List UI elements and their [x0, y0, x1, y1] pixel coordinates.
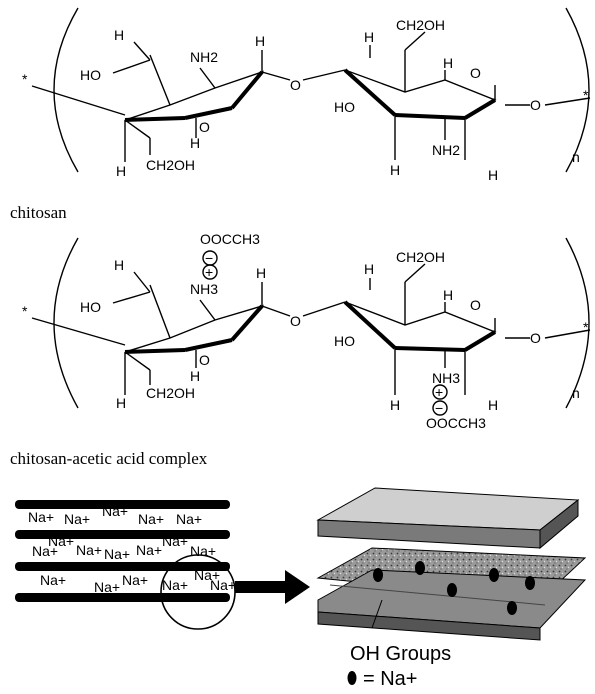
atom-h: H [390, 397, 400, 413]
atom-h: H [116, 163, 126, 179]
chain-end-left: * [22, 71, 28, 87]
atom-h: H [190, 368, 200, 384]
na-ion-labels: Na+ Na+ Na+ Na+ Na+ Na+ Na+ Na+ Na+ Na+ … [28, 503, 236, 595]
atom-ho: HO [334, 99, 355, 115]
chain-end-right: * [583, 87, 589, 103]
plus-sign: + [435, 384, 443, 400]
na-ion: Na+ [162, 577, 188, 593]
atom-ch2oh: CH2OH [396, 17, 445, 33]
atom-h: H [443, 287, 453, 303]
na-dot-legend-icon [347, 671, 357, 685]
atom-ch2oh: CH2OH [396, 249, 445, 265]
zoomed-layers [316, 487, 587, 641]
atom-h: H [114, 257, 124, 273]
atom-ch2oh: CH2OH [146, 385, 195, 401]
na-ion: Na+ [136, 542, 162, 558]
atom-o-ring: O [199, 119, 210, 135]
chain-end-right: * [583, 319, 589, 335]
plus-charge [202, 264, 218, 280]
atom-h: H [488, 167, 498, 183]
atom-nh2: NH2 [190, 49, 218, 65]
atom-o-glycosidic: O [530, 330, 541, 346]
chitosan-labels: * H HO NH2 H O H CH2OH H O H CH2OH H O H… [22, 17, 589, 183]
bottom-sheet [317, 569, 587, 629]
na-ion: Na+ [138, 511, 164, 527]
atom-h: H [190, 135, 200, 151]
atom-h: H [255, 33, 265, 49]
right-paren [565, 7, 590, 173]
na-ion: Na+ [64, 511, 90, 527]
atom-ho: HO [80, 299, 101, 315]
plus-sign: + [205, 264, 213, 280]
chitosan-structure [31, 7, 591, 173]
oh-pointer [371, 599, 383, 629]
atom-o-glycosidic: O [290, 77, 301, 93]
complex-structure [31, 237, 591, 416]
atom-o-ring: O [470, 65, 481, 81]
minus-sign: − [435, 400, 443, 416]
left-paren [53, 237, 79, 409]
layered-sheets [15, 500, 230, 602]
legend-na-label: = Na+ [363, 668, 417, 689]
na-ion: Na+ [28, 509, 54, 525]
atom-o-glycosidic: O [530, 97, 541, 113]
na-ion: Na+ [40, 572, 66, 588]
na-ion: Na+ [48, 533, 74, 549]
caption-chitosan: chitosan [10, 203, 67, 222]
plus-charge [432, 384, 448, 400]
atom-o-glycosidic: O [290, 313, 301, 329]
na-ion: Na+ [162, 533, 188, 549]
zoomed-na-dots [373, 561, 535, 615]
atom-h: H [488, 397, 498, 413]
atom-h: H [364, 261, 374, 277]
na-ion: Na+ [104, 546, 130, 562]
atom-nh3: NH3 [190, 281, 218, 297]
left-paren [53, 7, 79, 173]
chain-end-left: * [22, 303, 28, 319]
na-ion: Na+ [94, 579, 120, 595]
na-ion: Na+ [102, 503, 128, 519]
na-ion: Na+ [76, 542, 102, 558]
complex-labels: * OOCCH3 − + NH3 H HO H O H CH2OH H O H … [22, 231, 589, 431]
na-ion: Na+ [190, 543, 216, 559]
atom-nh2: NH2 [432, 142, 460, 158]
minus-sign: − [205, 250, 213, 266]
na-ion: Na+ [32, 543, 58, 559]
atom-h: H [116, 395, 126, 411]
repeat-n: n [572, 385, 580, 401]
atom-h: H [114, 27, 124, 43]
caption-complex: chitosan-acetic acid complex [10, 449, 208, 468]
minus-charge [432, 400, 448, 416]
atom-ooch3: OOCCH3 [200, 231, 260, 247]
atom-h: H [256, 265, 266, 281]
repeat-n: n [572, 149, 580, 165]
na-ion: Na+ [194, 567, 220, 583]
atom-ooch3: OOCCH3 [426, 415, 486, 431]
atom-o-ring: O [199, 352, 210, 368]
atom-h: H [443, 55, 453, 71]
atom-h: H [364, 29, 374, 45]
atom-h: H [390, 162, 400, 178]
atom-nh3: NH3 [432, 370, 460, 386]
atom-ho: HO [334, 333, 355, 349]
atom-ho: HO [80, 67, 101, 83]
atom-ch2oh: CH2OH [146, 157, 195, 173]
na-ion: Na+ [210, 577, 236, 593]
zoom-arrow [235, 570, 310, 604]
oh-groups-label: OH Groups [350, 643, 451, 665]
atom-o-ring: O [470, 297, 481, 313]
na-ion: Na+ [122, 572, 148, 588]
right-paren [565, 237, 590, 409]
na-ion: Na+ [176, 511, 202, 527]
